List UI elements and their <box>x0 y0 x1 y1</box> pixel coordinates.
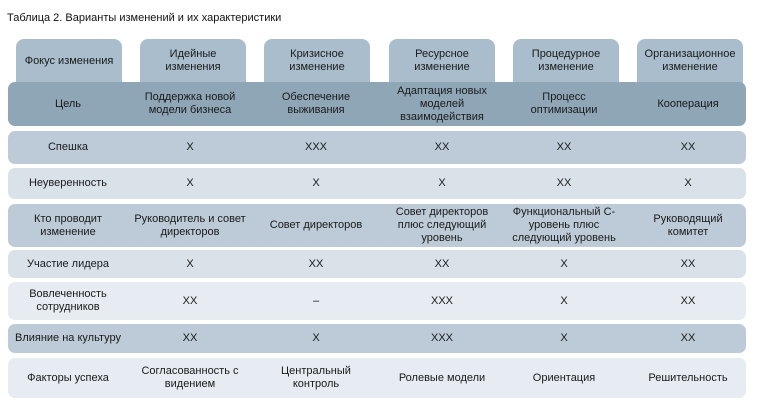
table-cell: Руководящий комитет <box>653 212 723 238</box>
table-cell: XX <box>556 141 572 153</box>
header-tab-3 <box>389 39 495 85</box>
table-cell: Функциональный С-уровень плюс следующий … <box>512 206 616 244</box>
table-cell: Руководитель и совет директоров <box>134 212 246 238</box>
table-cell: Кооперация <box>657 97 719 110</box>
header-label: Процедурное изменение <box>531 48 601 73</box>
table-cell: X <box>560 332 568 344</box>
table-row <box>8 282 746 320</box>
table-cell: Центральный контроль <box>281 365 351 390</box>
table-cell: Согласованность с видением <box>141 365 239 390</box>
table-cell: XX <box>434 141 450 153</box>
table-cell: X <box>560 257 568 270</box>
table-cell: X <box>560 294 568 307</box>
table-cell: XXX <box>430 294 453 307</box>
header-label: Фокус изменения <box>24 54 114 67</box>
header-tab-4 <box>513 39 619 85</box>
table-cell: Совет директоров <box>269 219 363 231</box>
row-label: Факторы успеха <box>27 371 109 384</box>
header-tab-1 <box>140 39 246 85</box>
table-row <box>8 82 746 126</box>
row-label: Неуверенность <box>28 177 108 189</box>
table-cell: Ролевые модели <box>398 371 486 384</box>
table-row <box>8 358 746 398</box>
row-label: Кто проводит изменение <box>34 212 102 238</box>
row-label: Цель <box>54 97 82 110</box>
table-cell: XX <box>182 294 198 307</box>
row-label: Спешка <box>47 141 88 153</box>
table-cell: XXX <box>430 332 453 344</box>
table-cell: Обеспечение выживания <box>281 91 351 116</box>
table-cell: X <box>438 177 446 189</box>
table-cell: Решительность <box>648 371 728 384</box>
table-cell: – <box>312 294 320 307</box>
table-cell: XX <box>680 141 696 153</box>
table-row <box>8 204 746 247</box>
table-cell: XX <box>182 332 198 344</box>
table-cell: Совет директоров плюс следующий уровень <box>395 206 489 244</box>
row-label: Влияние на культуру <box>14 332 121 344</box>
header-label: Организационное изменение <box>644 48 736 73</box>
table-cell: XX <box>434 257 450 270</box>
table-caption: Таблица 2. Варианты изменений и их харак… <box>7 12 282 24</box>
header-tab-2 <box>264 39 370 85</box>
table-cell: XX <box>680 294 696 307</box>
table-row <box>8 131 746 164</box>
header-label: Ресурсное изменение <box>414 48 470 73</box>
table-row <box>8 250 746 278</box>
table-cell: X <box>186 141 194 153</box>
table-cell: XX <box>556 177 572 189</box>
header-tab-5 <box>637 39 743 85</box>
header-label: Кризисное изменение <box>289 48 345 73</box>
header-label: Идейные изменения <box>165 48 221 73</box>
table-cell: XX <box>680 332 696 344</box>
table-cell: Ориентация <box>532 371 596 384</box>
table-cell: X <box>312 177 320 189</box>
header-tab-focus <box>16 39 122 85</box>
row-label: Участие лидера <box>26 257 110 270</box>
row-label: Вовлеченность сотрудников <box>29 288 107 313</box>
table-cell: X <box>684 177 692 189</box>
table-cell: XX <box>308 257 324 270</box>
table-row <box>8 168 746 199</box>
table-cell: Поддержка новой модели бизнеса <box>144 91 236 116</box>
table-cell: XX <box>680 257 696 270</box>
table-cell: XXX <box>304 141 327 153</box>
table-cell: X <box>186 177 194 189</box>
table-cell: X <box>312 332 320 344</box>
table-cell: Адаптация новых моделей взаимодействия <box>397 84 487 123</box>
table-cell: Процесс оптимизации <box>530 91 598 116</box>
table-row <box>8 324 746 353</box>
table-cell: X <box>186 257 194 270</box>
